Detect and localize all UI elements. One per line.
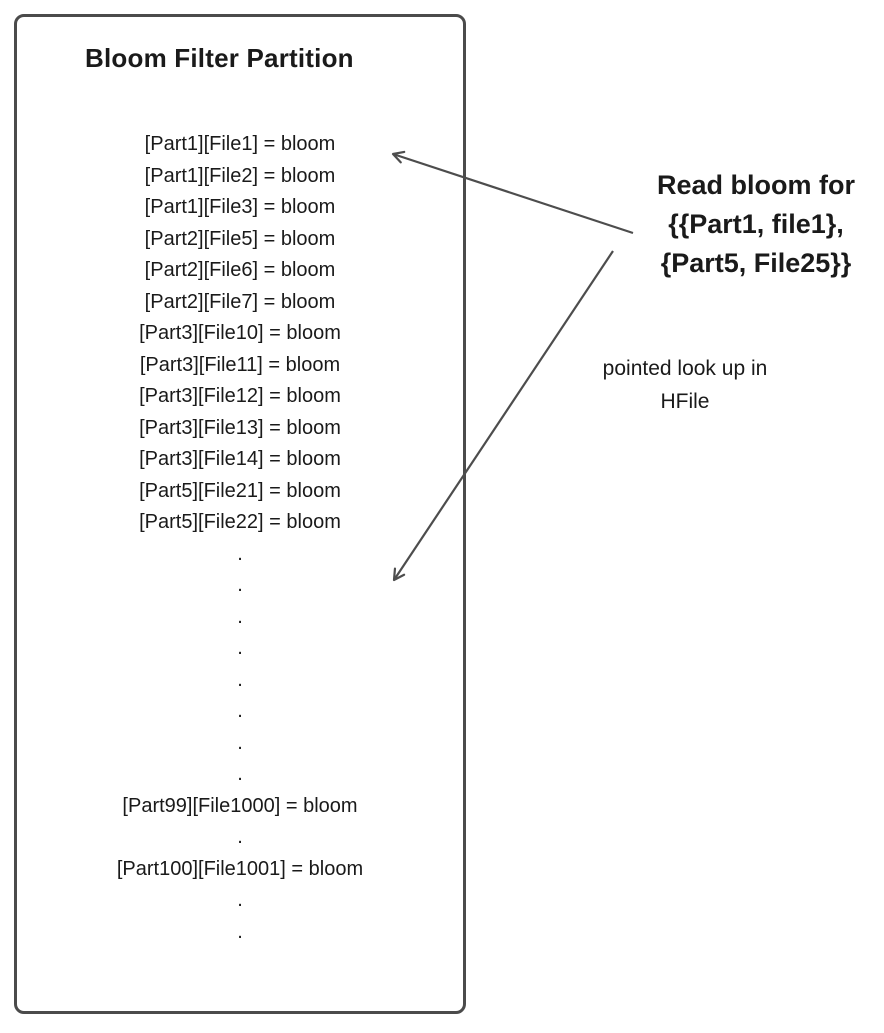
partition-entry: [Part1][File3] = bloom xyxy=(144,196,336,218)
partition-entry: [Part100][File1001] = bloom xyxy=(116,857,364,880)
partition-entry: [Part2][File5] = bloom xyxy=(144,227,336,250)
bloom-filter-partition-box: Bloom Filter Partition [Part1][File1] = … xyxy=(14,14,466,1014)
read-bloom-label: Read bloom for {{Part1, file1}, {Part5, … xyxy=(628,166,884,283)
partition-entry: [Part3][File14] = bloom xyxy=(139,448,341,470)
partition-entry: [Part3][File12] = bloom xyxy=(139,385,341,407)
partition-entry: . xyxy=(237,700,243,722)
partition-entry: . xyxy=(237,574,243,596)
partition-entry: [Part5][File22] = bloom xyxy=(139,511,341,533)
partition-entry: [Part2][File6] = bloom xyxy=(144,259,336,281)
partition-entry: . xyxy=(237,605,243,628)
pointed-lookup-line-1: pointed look up in xyxy=(602,357,768,380)
partition-entry: [Part3][File13] = bloom xyxy=(139,416,341,439)
partition-entry: [Part5][File21] = bloom xyxy=(139,479,341,502)
read-bloom-line-1: Read bloom for xyxy=(656,170,855,200)
partition-entry: . xyxy=(237,920,243,943)
partition-entry: [Part2][File7] = bloom xyxy=(144,290,336,313)
partition-entry: . xyxy=(237,637,243,659)
partition-entry: [Part99][File1000] = bloom xyxy=(122,794,358,817)
pointed-lookup-line-2: HFile xyxy=(660,390,710,413)
read-bloom-line-2: {{Part1, file1}, xyxy=(668,209,844,239)
partition-entry: . xyxy=(237,889,243,911)
pointed-lookup-label: pointed look up in HFile xyxy=(560,352,810,418)
partition-entry: . xyxy=(237,731,243,754)
partition-entry: [Part3][File11] = bloom xyxy=(139,353,341,376)
partition-entry: . xyxy=(237,763,243,785)
partition-entry-list: [Part1][File1] = bloom [Part1][File2] = b… xyxy=(17,129,463,948)
partition-title: Bloom Filter Partition xyxy=(85,43,354,73)
partition-entry: . xyxy=(237,826,243,848)
partition-entry: . xyxy=(237,542,243,565)
partition-entry: [Part3][File10] = bloom xyxy=(139,322,341,344)
read-bloom-line-3: {Part5, File25}} xyxy=(660,248,852,278)
partition-entry: [Part1][File1] = bloom xyxy=(144,133,336,155)
partition-entry: [Part1][File2] = bloom xyxy=(144,164,336,187)
partition-entry: . xyxy=(237,668,243,691)
